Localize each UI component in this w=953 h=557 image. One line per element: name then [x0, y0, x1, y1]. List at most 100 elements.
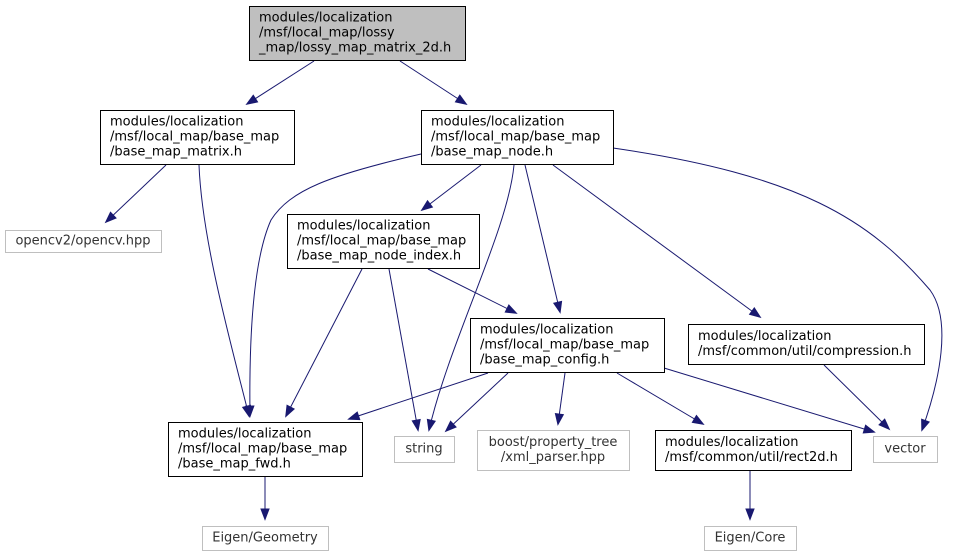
node-label-line: _map/lossy_map_matrix_2d.h	[258, 41, 451, 56]
edge-line	[616, 372, 704, 425]
node-label-line: string	[405, 442, 442, 457]
node-box	[202, 526, 329, 551]
node-label-line: Eigen/Core	[715, 531, 786, 546]
node-label-line: /msf/local_map/lossy	[259, 26, 395, 41]
edge-arrowhead	[552, 300, 563, 314]
node-label-line: modules/localization	[480, 323, 613, 338]
node-label-line: modules/localization	[431, 115, 564, 130]
edge-arrowhead	[444, 420, 457, 433]
node-label-line: /msf/local_map/base_map	[431, 130, 600, 145]
node-label-line: /msf/common/util/rect2d.h	[665, 450, 838, 465]
edge-base-map-node-to-base-map-fwd	[245, 153, 422, 418]
edge-line	[445, 372, 509, 432]
node-string: string	[394, 436, 455, 463]
edge-arrowhead	[245, 405, 255, 418]
edge-base-map-fwd-to-eigen-geometry	[260, 477, 270, 521]
node-box	[688, 324, 925, 365]
node-eigen-core: Eigen/Core	[704, 526, 797, 551]
nodes-layer: modules/localization/msf/local_map/lossy…	[5, 6, 938, 551]
edges-layer	[104, 60, 943, 521]
node-label-line: /base_map_node_index.h	[297, 249, 461, 264]
node-label-line: /base_map_config.h	[480, 353, 609, 368]
edge-arrowhead	[504, 304, 518, 314]
node-label-line: vector	[884, 442, 926, 457]
edge-arrowhead	[748, 306, 762, 319]
edge-line	[105, 164, 167, 223]
node-lossy-map-matrix-2d[interactable]: modules/localization/msf/local_map/lossy…	[249, 6, 466, 61]
edge-base-map-config-to-base-map-fwd	[347, 372, 489, 421]
node-label-line: /msf/local_map/base_map	[297, 234, 466, 249]
edge-line	[421, 164, 482, 211]
edge-base-map-matrix-to-base-map-fwd	[198, 164, 252, 418]
edge-line	[663, 367, 875, 433]
node-box	[5, 230, 162, 253]
node-label-line: modules/localization	[178, 427, 311, 442]
node-label-line: /msf/local_map/base_map	[480, 338, 649, 353]
edge-lossy-map-matrix-2d-to-base-map-node	[399, 60, 468, 106]
edge-compression-to-vector	[823, 364, 891, 431]
edge-arrowhead	[862, 424, 876, 434]
node-compression[interactable]: modules/localization/msf/common/util/com…	[688, 324, 925, 365]
edge-line	[246, 60, 315, 105]
edge-rect2d-to-eigen-core	[745, 471, 755, 521]
node-label-line: modules/localization	[297, 219, 430, 234]
edge-base-map-node-to-vector	[612, 147, 943, 432]
node-box	[168, 422, 363, 477]
edge-line	[823, 364, 890, 430]
edge-line	[388, 268, 419, 431]
node-base-map-matrix[interactable]: modules/localization/msf/local_map/base_…	[100, 110, 295, 165]
node-base-map-fwd[interactable]: modules/localization/msf/local_map/base_…	[168, 422, 363, 477]
edge-base-map-matrix-to-opencv	[104, 164, 167, 224]
node-label-line: /base_map_node.h	[431, 145, 553, 160]
edge-arrowhead	[691, 414, 705, 425]
node-rect2d[interactable]: modules/localization/msf/common/util/rec…	[655, 430, 852, 471]
edge-base-map-config-to-xml-parser	[554, 372, 566, 426]
node-box	[873, 436, 938, 463]
edge-arrowhead	[554, 412, 565, 426]
edge-arrowhead	[454, 94, 468, 106]
edge-arrowhead	[745, 508, 755, 521]
node-label-line: modules/localization	[698, 329, 831, 344]
node-label-line: /msf/common/util/compression.h	[698, 344, 912, 359]
node-box	[655, 430, 852, 471]
edge-arrowhead	[426, 418, 436, 432]
edge-arrowhead	[245, 94, 259, 106]
node-base-map-node[interactable]: modules/localization/msf/local_map/base_…	[421, 110, 614, 165]
edge-base-map-config-to-string	[444, 372, 509, 433]
node-box	[394, 436, 455, 463]
edge-base-map-config-to-rect2d	[616, 372, 705, 425]
edge-arrowhead	[347, 411, 361, 421]
edge-lossy-map-matrix-2d-to-base-map-matrix	[245, 60, 315, 106]
edge-base-map-node-index-to-base-map-fwd	[285, 268, 363, 418]
edge-line	[524, 164, 561, 313]
node-box	[287, 214, 480, 269]
node-label-line: /base_map_fwd.h	[178, 457, 291, 472]
edge-base-map-node-index-to-base-map-config	[427, 268, 518, 314]
edge-line	[552, 164, 761, 318]
edge-line	[198, 164, 250, 417]
edge-base-map-node-to-base-map-config	[524, 164, 563, 314]
edge-line	[399, 60, 467, 105]
edge-arrowhead	[285, 404, 296, 418]
edge-base-map-node-to-compression	[552, 164, 762, 319]
node-opencv: opencv2/opencv.hpp	[5, 230, 162, 253]
node-base-map-config[interactable]: modules/localization/msf/local_map/base_…	[470, 318, 665, 373]
node-label-line: boost/property_tree	[489, 435, 618, 450]
node-label-line: /xml_parser.hpp	[501, 450, 605, 465]
edge-line	[612, 147, 943, 431]
edge-arrowhead	[921, 418, 931, 432]
node-box	[704, 526, 797, 551]
node-box	[421, 110, 614, 165]
node-label-line: modules/localization	[259, 11, 392, 26]
edge-arrowhead	[420, 199, 434, 212]
edge-base-map-node-to-base-map-node-index	[420, 164, 482, 212]
node-base-map-node-index[interactable]: modules/localization/msf/local_map/base_…	[287, 214, 480, 269]
edge-base-map-config-to-vector	[663, 367, 876, 434]
edge-line	[427, 268, 517, 314]
node-xml-parser: boost/property_tree/xml_parser.hpp	[477, 430, 630, 471]
edge-base-map-node-to-string	[426, 164, 515, 432]
node-label-line: opencv2/opencv.hpp	[15, 234, 150, 249]
edge-arrowhead	[878, 418, 891, 431]
node-label-line: /base_map_matrix.h	[110, 145, 242, 160]
